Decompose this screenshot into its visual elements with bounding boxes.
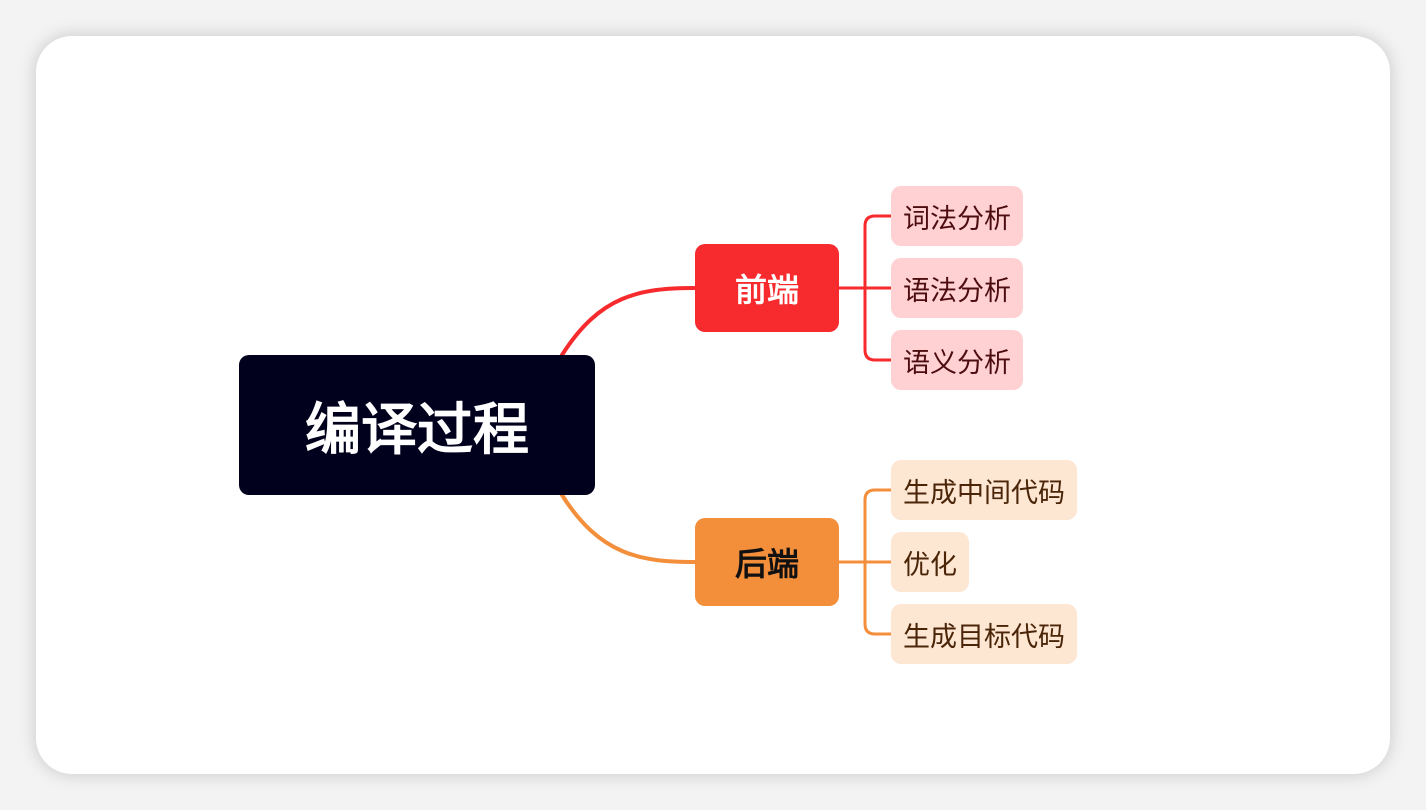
subtopic-syntax-analysis[interactable]: 语法分析	[891, 258, 1023, 318]
subtopic-lexical-analysis[interactable]: 词法分析	[891, 186, 1023, 246]
branch-topic-backend[interactable]: 后端	[695, 518, 839, 606]
subtopic-target-code[interactable]: 生成目标代码	[891, 604, 1077, 664]
connector-root-front	[560, 286, 697, 357]
subtopic-optimization[interactable]: 优化	[891, 532, 969, 592]
root-topic[interactable]: 编译过程	[239, 355, 595, 495]
subtopic-semantic-analysis[interactable]: 语义分析	[891, 330, 1023, 390]
subtopic-intermediate-code[interactable]: 生成中间代码	[891, 460, 1077, 520]
connector-root-back	[560, 493, 697, 564]
branch-topic-frontend[interactable]: 前端	[695, 244, 839, 332]
